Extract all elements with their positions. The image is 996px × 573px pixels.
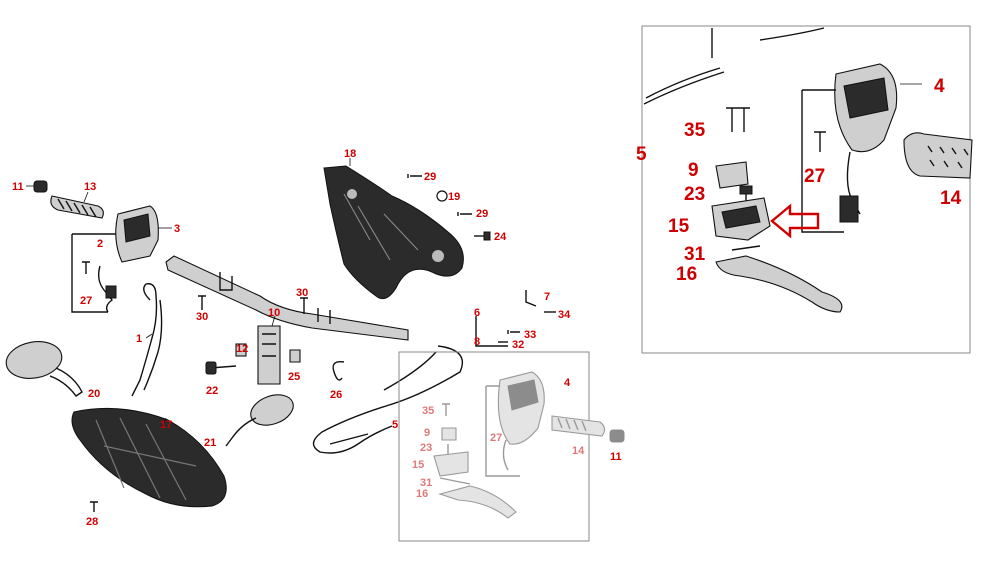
zoom-label-27: 27 <box>804 166 825 187</box>
zoom-label-14: 14 <box>940 188 962 209</box>
label-1: 1 <box>136 333 142 345</box>
part-21-right-mirror <box>225 394 294 447</box>
zoom-label-31: 31 <box>684 244 706 265</box>
label-3: 3 <box>174 223 180 235</box>
label-19: 19 <box>448 191 460 203</box>
zoom-label-4: 4 <box>934 76 945 97</box>
small-fasteners-center <box>198 295 308 375</box>
zoom-panel: 4 35 9 27 23 15 31 16 14 5 <box>636 25 973 354</box>
inset-label-23: 23 <box>420 442 432 454</box>
label-29-a: 29 <box>424 171 436 183</box>
label-17: 17 <box>160 419 172 431</box>
inset-detail-parts <box>433 371 625 519</box>
label-7: 7 <box>544 291 550 303</box>
inset-label-35: 35 <box>422 405 434 417</box>
part-26-clip <box>332 361 345 381</box>
inset-detail-frame <box>398 351 590 542</box>
label-18: 18 <box>344 148 356 160</box>
part-11-bar-end <box>26 180 48 193</box>
zoom-label-15: 15 <box>668 216 690 237</box>
label-30-b: 30 <box>196 311 208 323</box>
label-22: 22 <box>206 385 218 397</box>
label-11: 11 <box>12 181 24 193</box>
inset-label-15: 15 <box>412 459 424 471</box>
label-32: 32 <box>512 339 524 351</box>
label-21: 21 <box>204 437 216 449</box>
label-6: 6 <box>474 307 480 319</box>
inset-label-31: 31 <box>420 477 432 489</box>
part-10-handlebar <box>165 255 409 385</box>
hollow-left-arrow-icon <box>770 203 820 239</box>
label-27: 27 <box>80 295 92 307</box>
zoom-label-35: 35 <box>684 120 706 141</box>
brake-bracket-parts <box>475 290 556 347</box>
label-5: 5 <box>392 419 398 431</box>
label-29-b: 29 <box>476 208 488 220</box>
main-part-labels: 11 13 2 3 27 1 18 29 19 29 24 30 30 10 1… <box>12 148 571 528</box>
label-13: 13 <box>84 181 96 193</box>
label-20: 20 <box>88 388 100 400</box>
label-8: 8 <box>474 336 480 348</box>
part-1-throttle-cable <box>131 283 163 397</box>
inset-label-11: 11 <box>610 451 622 463</box>
zoom-label-9: 9 <box>688 160 699 181</box>
label-12: 12 <box>236 343 248 355</box>
inset-label-4: 4 <box>564 377 571 389</box>
label-25: 25 <box>288 371 300 383</box>
label-33: 33 <box>524 329 536 341</box>
part-17-front-handlebar-cover <box>71 407 227 512</box>
inset-part-labels: 4 35 9 27 23 15 31 16 14 11 <box>412 377 622 500</box>
part-3-left-switch-assembly <box>71 205 172 313</box>
zoom-label-23: 23 <box>684 184 705 205</box>
zoom-label-5-partial: 5 <box>636 144 647 165</box>
zoom-panel-frame <box>641 25 971 354</box>
cover-fasteners <box>407 174 491 241</box>
main-exploded-view <box>5 158 625 542</box>
label-24: 24 <box>494 231 507 243</box>
label-2: 2 <box>97 238 103 250</box>
part-20-left-mirror <box>5 341 83 397</box>
label-30-a: 30 <box>296 287 308 299</box>
label-34: 34 <box>558 309 571 321</box>
label-10: 10 <box>268 307 280 319</box>
inset-label-27: 27 <box>490 432 502 444</box>
inset-label-9: 9 <box>424 427 430 439</box>
label-28: 28 <box>86 516 98 528</box>
label-26: 26 <box>330 389 342 401</box>
inset-label-16: 16 <box>416 488 428 500</box>
part-5-brake-cable <box>312 345 464 454</box>
part-13-grip <box>50 191 104 219</box>
part-18-rear-handlebar-cover <box>323 158 464 300</box>
inset-label-14: 14 <box>572 445 585 457</box>
zoom-label-16: 16 <box>676 264 697 285</box>
